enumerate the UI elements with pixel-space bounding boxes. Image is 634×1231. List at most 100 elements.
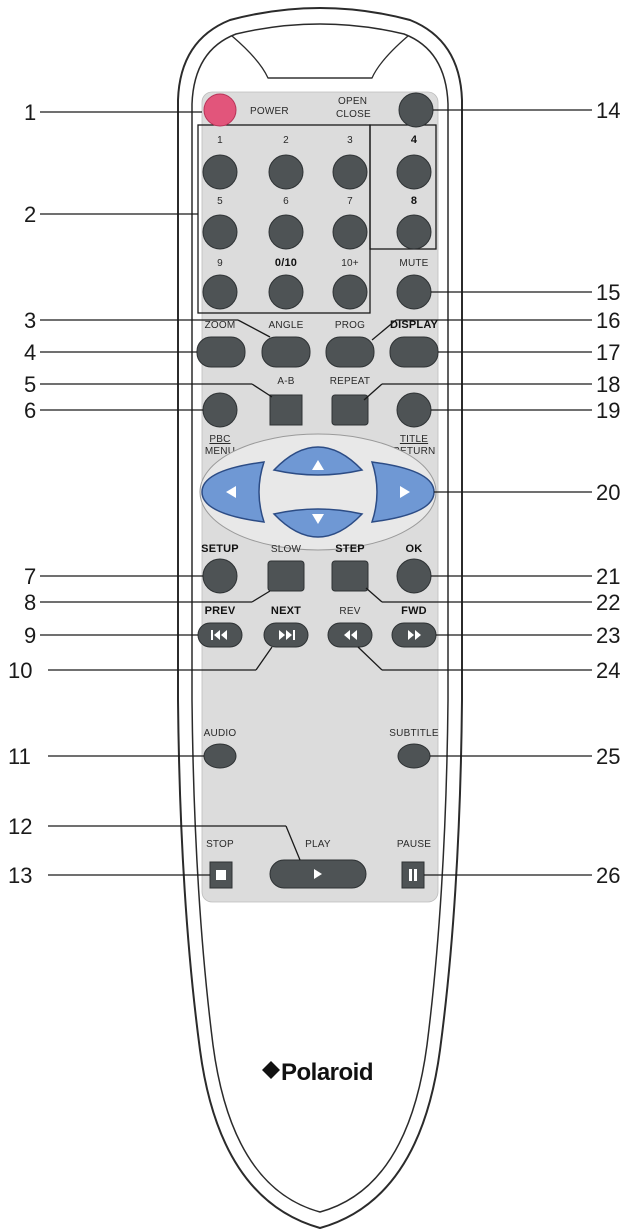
skip-back-icon xyxy=(211,630,227,640)
key-6-label: 6 xyxy=(283,196,289,207)
stop-icon xyxy=(216,870,226,880)
angle-button[interactable] xyxy=(261,336,311,368)
callout-8: 8 xyxy=(24,590,36,615)
key-10-plus-button[interactable] xyxy=(332,274,368,310)
brand-logo: Polaroid xyxy=(281,1059,373,1086)
pause-icon xyxy=(409,869,417,881)
angle-label: ANGLE xyxy=(269,320,304,331)
callout-10: 10 xyxy=(8,658,32,683)
rev-label: REV xyxy=(339,606,360,617)
polaroid-diamond-icon xyxy=(262,1061,280,1079)
key-3-button[interactable] xyxy=(332,154,368,190)
setup-button[interactable] xyxy=(202,558,238,594)
prog-button[interactable] xyxy=(325,336,375,368)
zoom-button[interactable] xyxy=(196,336,246,368)
callout-23: 23 xyxy=(596,623,620,648)
pbc-menu-button[interactable] xyxy=(202,392,238,428)
callout-1: 1 xyxy=(24,100,36,125)
callout-20: 20 xyxy=(596,480,620,505)
prev-label: PREV xyxy=(205,605,236,617)
key-0-10-button[interactable] xyxy=(268,274,304,310)
pause-button[interactable] xyxy=(401,861,425,889)
callout-18: 18 xyxy=(596,372,620,397)
skip-forward-icon xyxy=(279,630,295,640)
zoom-label: ZOOM xyxy=(205,320,236,331)
callout-2: 2 xyxy=(24,202,36,227)
keypad-frame-right xyxy=(369,124,437,250)
audio-label: AUDIO xyxy=(204,728,237,739)
callout-16: 16 xyxy=(596,308,620,333)
play-icon xyxy=(314,869,322,879)
rewind-icon xyxy=(344,630,357,640)
callout-9: 9 xyxy=(24,623,36,648)
leader-lines xyxy=(40,109,592,876)
key-2-button[interactable] xyxy=(268,154,304,190)
callout-25: 25 xyxy=(596,744,620,769)
callout-15: 15 xyxy=(596,280,620,305)
pause-label: PAUSE xyxy=(397,839,431,850)
key-5-label: 5 xyxy=(217,196,223,207)
callout-7: 7 xyxy=(24,564,36,589)
key-10-plus-label: 10+ xyxy=(341,258,359,269)
callout-6: 6 xyxy=(24,398,36,423)
key-8-button[interactable] xyxy=(396,214,432,250)
callout-21: 21 xyxy=(596,564,620,589)
mute-label: MUTE xyxy=(399,258,428,269)
repeat-button[interactable] xyxy=(331,394,369,426)
ab-label: A-B xyxy=(277,376,294,387)
callout-5: 5 xyxy=(24,372,36,397)
callout-11: 11 xyxy=(8,744,31,769)
key-5-button[interactable] xyxy=(202,214,238,250)
key-4-button[interactable] xyxy=(396,154,432,190)
callout-3: 3 xyxy=(24,308,36,333)
callout-14: 14 xyxy=(596,98,620,123)
up-arrow-icon xyxy=(312,460,324,470)
callout-19: 19 xyxy=(596,398,620,423)
key-0-10-label: 0/10 xyxy=(275,257,297,269)
fwd-label: FWD xyxy=(401,605,427,617)
key-9-label: 9 xyxy=(217,258,223,269)
prog-label: PROG xyxy=(335,320,365,331)
audio-button[interactable] xyxy=(203,743,237,769)
pbc-label: PBC xyxy=(209,434,230,445)
step-button[interactable] xyxy=(331,560,369,592)
title-return-button[interactable] xyxy=(396,392,432,428)
menu-label: MENU xyxy=(205,446,235,457)
close-label: CLOSE xyxy=(336,109,371,120)
callout-22: 22 xyxy=(596,590,620,615)
ab-button[interactable] xyxy=(269,394,303,426)
key-6-button[interactable] xyxy=(268,214,304,250)
remote-body-inner xyxy=(191,23,449,1213)
display-button[interactable] xyxy=(389,336,439,368)
step-label: STEP xyxy=(335,543,365,555)
key-7-label: 7 xyxy=(347,196,353,207)
key-9-button[interactable] xyxy=(202,274,238,310)
power-button[interactable] xyxy=(203,93,237,127)
key-4-label: 4 xyxy=(411,134,418,146)
key-1-button[interactable] xyxy=(202,154,238,190)
key-3-label: 3 xyxy=(347,135,353,146)
callout-13: 13 xyxy=(8,863,32,888)
key-2-label: 2 xyxy=(283,135,289,146)
next-label: NEXT xyxy=(271,605,301,617)
key-7-button[interactable] xyxy=(332,214,368,250)
right-arrow-icon xyxy=(400,486,410,498)
open-close-button[interactable] xyxy=(398,92,434,128)
title-label: TITLE xyxy=(400,434,428,445)
down-arrow-icon xyxy=(312,514,324,524)
fast-forward-icon xyxy=(408,630,421,640)
ok-label: OK xyxy=(406,543,423,555)
power-label: POWER xyxy=(250,106,289,117)
slow-button[interactable] xyxy=(267,560,305,592)
slow-label: SLOW xyxy=(271,544,302,555)
subtitle-button[interactable] xyxy=(397,743,431,769)
setup-label: SETUP xyxy=(201,543,239,555)
ok-button[interactable] xyxy=(396,558,432,594)
key-1-label: 1 xyxy=(217,135,223,146)
open-label: OPEN xyxy=(338,96,367,107)
callout-12: 12 xyxy=(8,814,32,839)
callout-17: 17 xyxy=(596,340,620,365)
mute-button[interactable] xyxy=(396,274,432,310)
